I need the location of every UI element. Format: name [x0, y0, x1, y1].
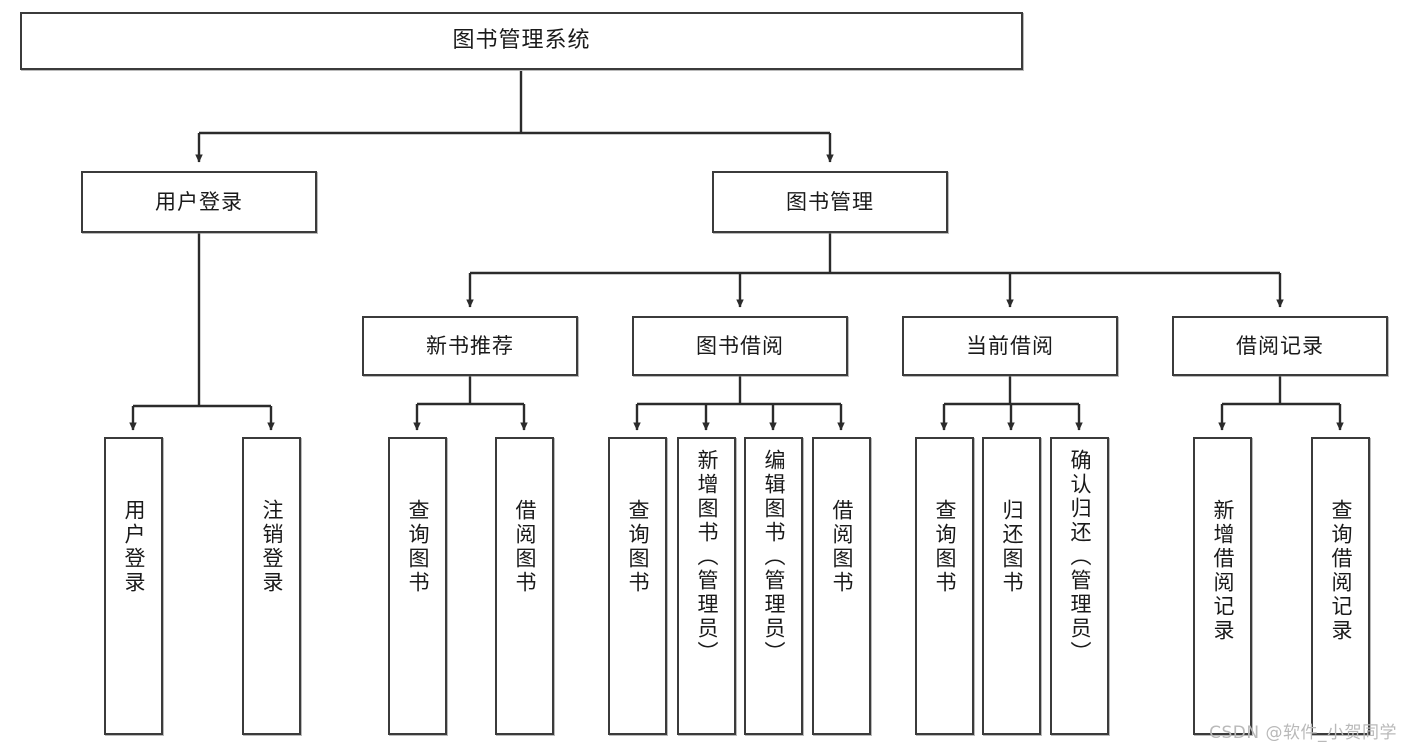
- node-label: 图书借阅: [696, 333, 784, 358]
- leaf-borrow-book-borrow[interactable]: 借阅图书: [812, 437, 871, 735]
- node-label: 查询图书: [405, 499, 430, 595]
- node-label: 确认归还（管理员）: [1067, 449, 1092, 665]
- node-label: 查询借阅记录: [1328, 499, 1353, 643]
- node-label: 查询图书: [625, 499, 650, 595]
- node-label: 新书推荐: [426, 333, 514, 358]
- node-label: 编辑图书（管理员）: [761, 449, 786, 665]
- watermark-text: CSDN @软件_小贺同学: [1209, 723, 1397, 743]
- node-user-login[interactable]: 用户登录: [81, 171, 317, 233]
- node-label: 归还图书: [999, 499, 1024, 595]
- node-label: 借阅图书: [829, 499, 854, 595]
- leaf-borrow-book-new-recommend[interactable]: 借阅图书: [495, 437, 554, 735]
- node-book-borrow[interactable]: 图书借阅: [632, 316, 848, 376]
- leaf-edit-book-admin[interactable]: 编辑图书（管理员）: [744, 437, 803, 735]
- leaf-confirm-return-admin[interactable]: 确认归还（管理员）: [1050, 437, 1109, 735]
- leaf-query-borrow-record[interactable]: 查询借阅记录: [1311, 437, 1370, 735]
- node-label: 借阅记录: [1236, 333, 1324, 358]
- node-new-book-recommend[interactable]: 新书推荐: [362, 316, 578, 376]
- node-label: 借阅图书: [512, 499, 537, 595]
- node-label: 注销登录: [259, 499, 284, 595]
- leaf-add-book-admin[interactable]: 新增图书（管理员）: [677, 437, 736, 735]
- node-label: 图书管理: [786, 189, 874, 214]
- node-current-borrow[interactable]: 当前借阅: [902, 316, 1118, 376]
- node-label: 图书管理系统: [452, 28, 591, 54]
- node-label: 查询图书: [932, 499, 957, 595]
- node-label: 新增图书（管理员）: [694, 449, 719, 665]
- node-label: 新增借阅记录: [1210, 499, 1235, 643]
- node-label: 用户登录: [121, 499, 146, 595]
- leaf-add-borrow-record[interactable]: 新增借阅记录: [1193, 437, 1252, 735]
- node-label: 当前借阅: [966, 333, 1054, 358]
- node-root-book-management-system[interactable]: 图书管理系统: [20, 12, 1023, 70]
- leaf-user-login[interactable]: 用户登录: [104, 437, 163, 735]
- leaf-query-book-current[interactable]: 查询图书: [915, 437, 974, 735]
- node-borrow-record[interactable]: 借阅记录: [1172, 316, 1388, 376]
- leaf-query-book-new-recommend[interactable]: 查询图书: [388, 437, 447, 735]
- leaf-query-book-borrow[interactable]: 查询图书: [608, 437, 667, 735]
- node-book-manage[interactable]: 图书管理: [712, 171, 948, 233]
- leaf-logout-login[interactable]: 注销登录: [242, 437, 301, 735]
- node-label: 用户登录: [155, 189, 243, 214]
- leaf-return-book[interactable]: 归还图书: [982, 437, 1041, 735]
